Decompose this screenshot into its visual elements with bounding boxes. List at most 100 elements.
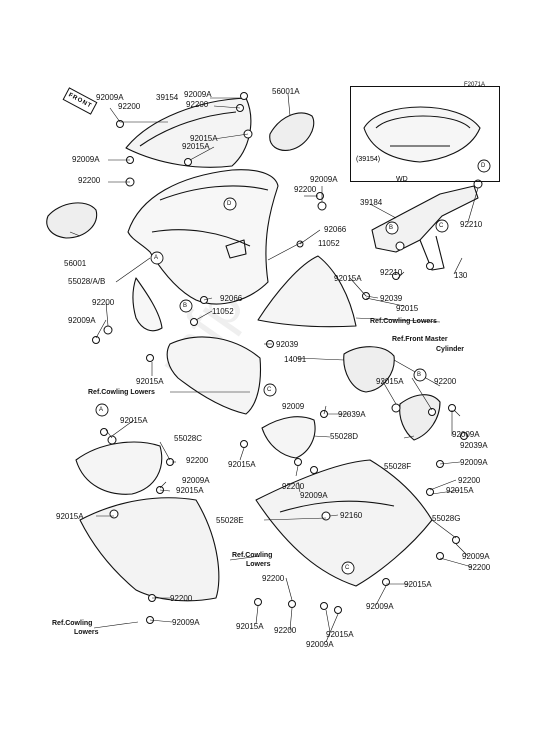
- part-label: 92015A: [376, 377, 404, 386]
- part-label: 92200: [118, 102, 141, 111]
- part-label: 92009A: [96, 93, 124, 102]
- part-label: 92200: [434, 377, 457, 386]
- upper-cowling-part: [127, 169, 279, 305]
- ref-cowling-lowers: Ref.Cowling Lowers: [88, 389, 155, 396]
- lower-panel-d-part: [261, 416, 316, 459]
- part-label: 92009A: [306, 640, 334, 649]
- part-label: 92200: [262, 574, 285, 583]
- side-fairing-right-part: [257, 255, 357, 328]
- part-label: 92009A: [68, 316, 96, 325]
- callout-c: C: [345, 565, 350, 571]
- ref-front-master: Ref.Front Master: [392, 336, 448, 343]
- part-label: 92009A: [460, 458, 488, 467]
- part-label: 92200: [186, 456, 209, 465]
- callout-b: B: [417, 372, 422, 378]
- callout-b: B: [183, 303, 188, 309]
- part-label: 92210: [380, 268, 403, 277]
- part-label: 92015A: [404, 580, 432, 589]
- part-label: 92009A: [462, 552, 490, 561]
- part-label: 92160: [340, 511, 363, 520]
- part-label: 92200: [170, 594, 193, 603]
- part-label: 92009A: [172, 618, 200, 627]
- part-label: 92200: [458, 476, 481, 485]
- part-label: 92009A: [182, 476, 210, 485]
- part-label: 55028C: [174, 434, 203, 443]
- part-label: 55028E: [216, 516, 244, 525]
- part-label: 92009: [282, 402, 305, 411]
- part-label: 92015A: [182, 142, 210, 151]
- inset-box: [350, 86, 500, 182]
- mirror-right-part: [269, 112, 315, 151]
- part-label: 56001A: [272, 87, 300, 96]
- part-label: 55028/A/B: [68, 277, 106, 286]
- part-label: 92015A: [326, 630, 354, 639]
- part-label: 39184: [360, 198, 383, 207]
- part-label: 92009A: [452, 430, 480, 439]
- callout-c: C: [439, 223, 444, 229]
- ref-cylinder: Cylinder: [436, 346, 465, 353]
- part-label: 39154: [156, 93, 179, 102]
- figure-code: F2071A: [464, 82, 486, 88]
- ref-cowling: Ref.Cowling: [52, 620, 93, 627]
- part-label: 92015A: [176, 486, 204, 495]
- ref-cowling-lowers: Ref.Cowling Lowers: [370, 318, 437, 325]
- part-label: 92200: [186, 100, 209, 109]
- part-label: 92015A: [136, 377, 164, 386]
- part-label: 92039: [276, 340, 299, 349]
- bracket-f-part: [399, 394, 441, 441]
- part-label: 92015A: [228, 460, 256, 469]
- part-label: 11052: [318, 239, 340, 248]
- part-label: 92039A: [460, 441, 488, 450]
- callout-a: A: [154, 255, 159, 261]
- part-label: 92009A: [310, 175, 338, 184]
- part-label: 92009A: [72, 155, 100, 164]
- part-label: 92009A: [184, 90, 212, 99]
- ref-lowers: Lowers: [246, 561, 271, 568]
- part-label: 92015: [396, 304, 419, 313]
- part-label: 92009A: [300, 491, 328, 500]
- lower-fairing-left-part: [166, 336, 262, 415]
- inset-part-label: (39154): [356, 156, 381, 163]
- inset-note: WD: [396, 176, 408, 183]
- part-label: 55028F: [384, 462, 412, 471]
- part-label: 92200: [92, 298, 115, 307]
- part-label: 92039: [380, 294, 403, 303]
- mirror-left-part: [46, 202, 98, 239]
- part-label: 92015A: [446, 486, 474, 495]
- part-label: 92200: [274, 626, 297, 635]
- callout-c: C: [267, 387, 272, 393]
- part-label: 92200: [78, 176, 101, 185]
- part-label: 92015A: [190, 134, 218, 143]
- ref-cowling: Ref.Cowling: [232, 552, 273, 559]
- part-label: 92015A: [236, 622, 264, 631]
- part-label: 92015A: [120, 416, 148, 425]
- part-label: 92009A: [366, 602, 394, 611]
- callout-b: B: [389, 225, 394, 231]
- part-label: 55028G: [432, 514, 461, 523]
- master-cover-part: [343, 346, 395, 393]
- part-label: 92039A: [338, 410, 366, 419]
- part-label: 92200: [468, 563, 491, 572]
- callout-d: D: [227, 201, 232, 207]
- callout-a: A: [99, 407, 104, 413]
- part-label: 11052: [212, 307, 234, 316]
- part-label: 56001: [64, 259, 87, 268]
- inner-panel-left-part: [132, 277, 163, 332]
- part-label: 92210: [460, 220, 483, 229]
- lower-panel-e-part: [79, 497, 220, 602]
- part-label: 92015A: [334, 274, 362, 283]
- ref-lowers: Lowers: [74, 629, 99, 636]
- part-label: 130: [454, 271, 468, 280]
- part-label: 92015A: [56, 512, 84, 521]
- part-label: 14091: [284, 355, 307, 364]
- part-label: 92200: [282, 482, 305, 491]
- part-label: 92066: [324, 225, 347, 234]
- frame-stay-part: [371, 185, 479, 253]
- part-label: 92066: [220, 294, 243, 303]
- callout-d: D: [481, 163, 486, 169]
- part-label: 55028D: [330, 432, 359, 441]
- part-label: 92200: [294, 185, 317, 194]
- lower-panel-a-part: [75, 441, 163, 495]
